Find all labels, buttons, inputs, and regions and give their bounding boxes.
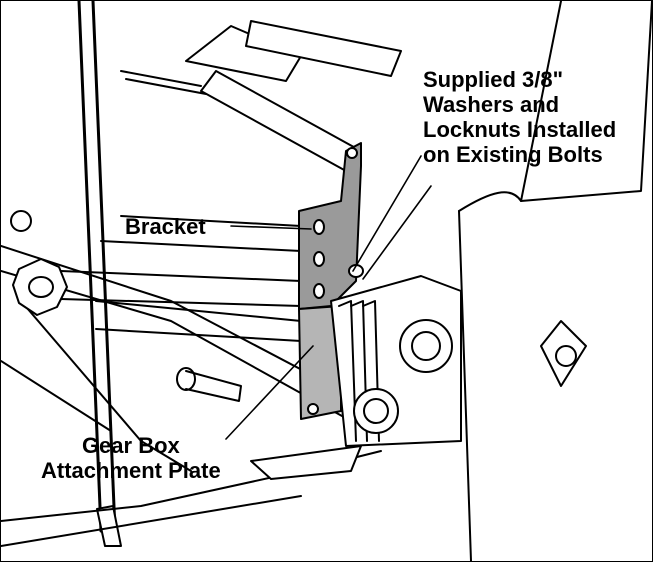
upper-linkage (120, 20, 402, 172)
callout-line: Gear Box (81, 433, 180, 458)
roller-shafts (60, 215, 302, 342)
bottom-link (176, 367, 242, 402)
callout-line: Locknuts Installed (423, 117, 617, 142)
frame-rods (77, 1, 122, 547)
callout-line: Bracket (125, 214, 206, 239)
bottom-bar (250, 445, 362, 480)
bracket (298, 142, 362, 310)
bracket-callout: Bracket (125, 214, 206, 239)
callout-line: Washers and (423, 92, 560, 117)
washers-locknuts-callout: Supplied 3/8" Washers and Locknuts Insta… (423, 67, 616, 167)
callout-line: on Existing Bolts (423, 142, 603, 167)
callout-line: Attachment Plate (41, 458, 221, 483)
callout-line: Supplied 3/8" (423, 67, 564, 92)
side-panel (458, 1, 652, 561)
left-knob (10, 210, 68, 316)
gear-box (330, 264, 462, 447)
attachment-plate-callout: Gear Box Attachment Plate (41, 433, 221, 483)
leader-lines (225, 155, 432, 440)
attachment-plate (298, 305, 342, 420)
